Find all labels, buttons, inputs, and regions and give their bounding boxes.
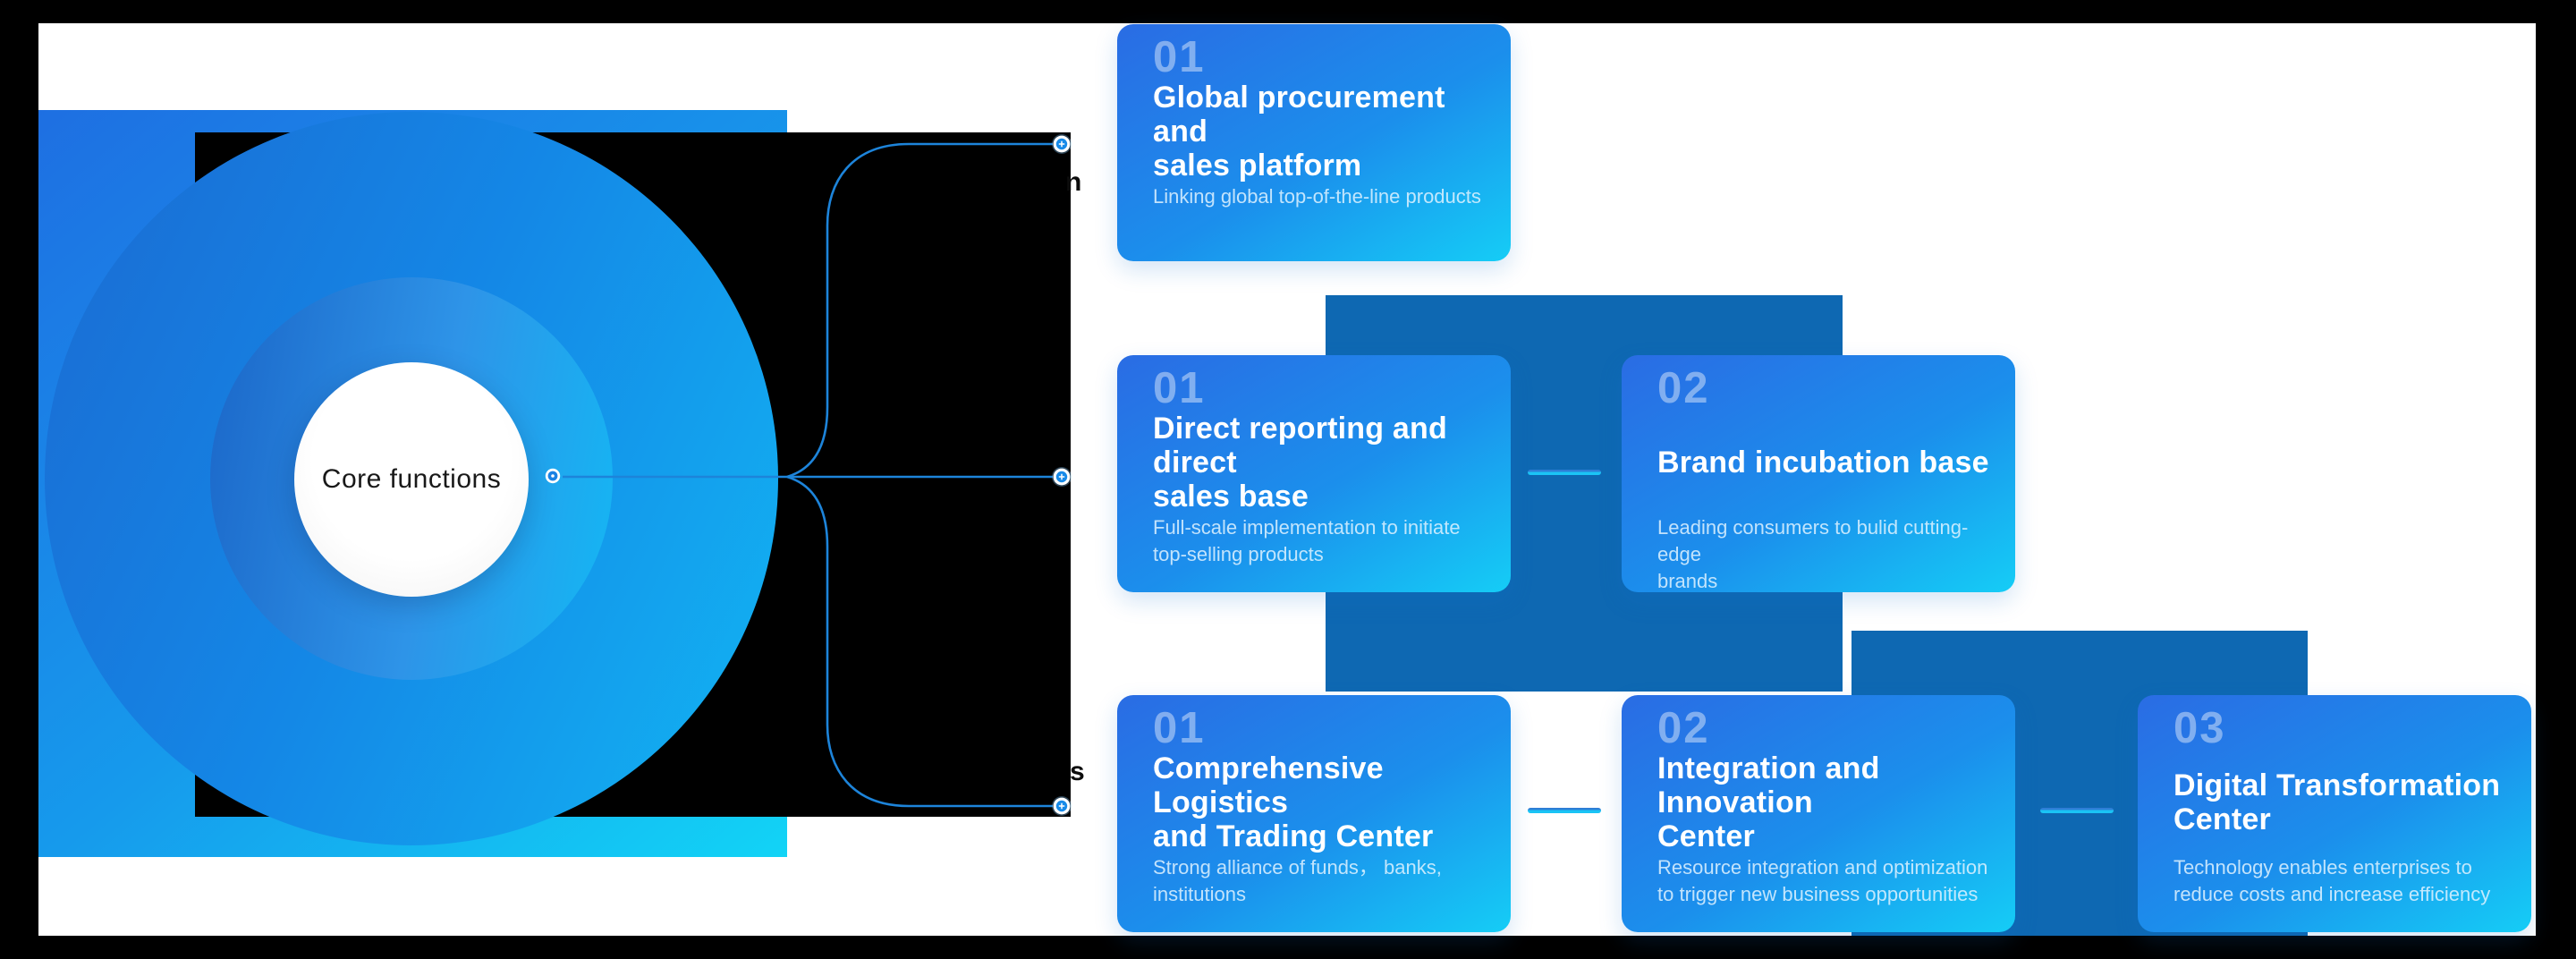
- card-digital-transformation: 03 Digital Transformation Center Technol…: [2138, 695, 2531, 932]
- card-comprehensive-logistics: 01 Comprehensive Logistics and Trading C…: [1117, 695, 1511, 932]
- frame-bar-top: [0, 0, 2576, 23]
- card-number: 03: [2174, 704, 2226, 752]
- card-title: Direct reporting and direct sales base: [1153, 412, 1447, 513]
- card-title: Comprehensive Logistics and Trading Cent…: [1153, 751, 1434, 853]
- card-title: Brand incubation base: [1657, 446, 1989, 480]
- card-subtitle: Strong alliance of funds， banks, institu…: [1153, 856, 1442, 905]
- clipped-label-fragment-bottom: s: [1070, 757, 1085, 786]
- core-circle-label: Core functions: [321, 464, 502, 494]
- card-title: Digital Transformation Center: [2174, 768, 2501, 836]
- card-global-procurement: 01 Global procurement and sales platform…: [1117, 24, 1511, 261]
- card-number: 01: [1153, 704, 1206, 752]
- card-subtitle: Linking global top-of-the-line products: [1153, 185, 1481, 208]
- card-title: Integration and Innovation Center: [1657, 751, 1880, 853]
- clipped-label-fragment-top: n: [1065, 167, 1082, 197]
- card-subtitle: Technology enables enterprises to reduce…: [2174, 856, 2491, 905]
- card-subtitle: Resource integration and optimization to…: [1657, 856, 1988, 905]
- card-subtitle: Leading consumers to bulid cutting-edge …: [1657, 516, 1969, 592]
- card-brand-incubation: 02 Brand incubation base Leading consume…: [1622, 355, 2015, 592]
- core-circle: Core functions: [294, 362, 529, 597]
- card-subtitle: Full-scale implementation to initiate to…: [1153, 516, 1461, 565]
- card-integration-innovation: 02 Integration and Innovation Center Res…: [1622, 695, 2015, 932]
- card-title: Global procurement and sales platform: [1153, 81, 1445, 182]
- card-link-dash-row3-left: [1528, 808, 1601, 813]
- card-number: 01: [1153, 364, 1206, 412]
- frame-bar-right: [2536, 23, 2576, 936]
- card-link-dash-row3-right: [2040, 808, 2114, 813]
- card-number: 02: [1657, 704, 1710, 752]
- card-direct-reporting: 01 Direct reporting and direct sales bas…: [1117, 355, 1511, 592]
- frame-bar-left: [0, 23, 38, 936]
- card-link-dash-row2: [1528, 470, 1601, 475]
- frame-bar-bottom: [0, 936, 2576, 959]
- card-number: 01: [1153, 33, 1206, 81]
- card-number: 02: [1657, 364, 1710, 412]
